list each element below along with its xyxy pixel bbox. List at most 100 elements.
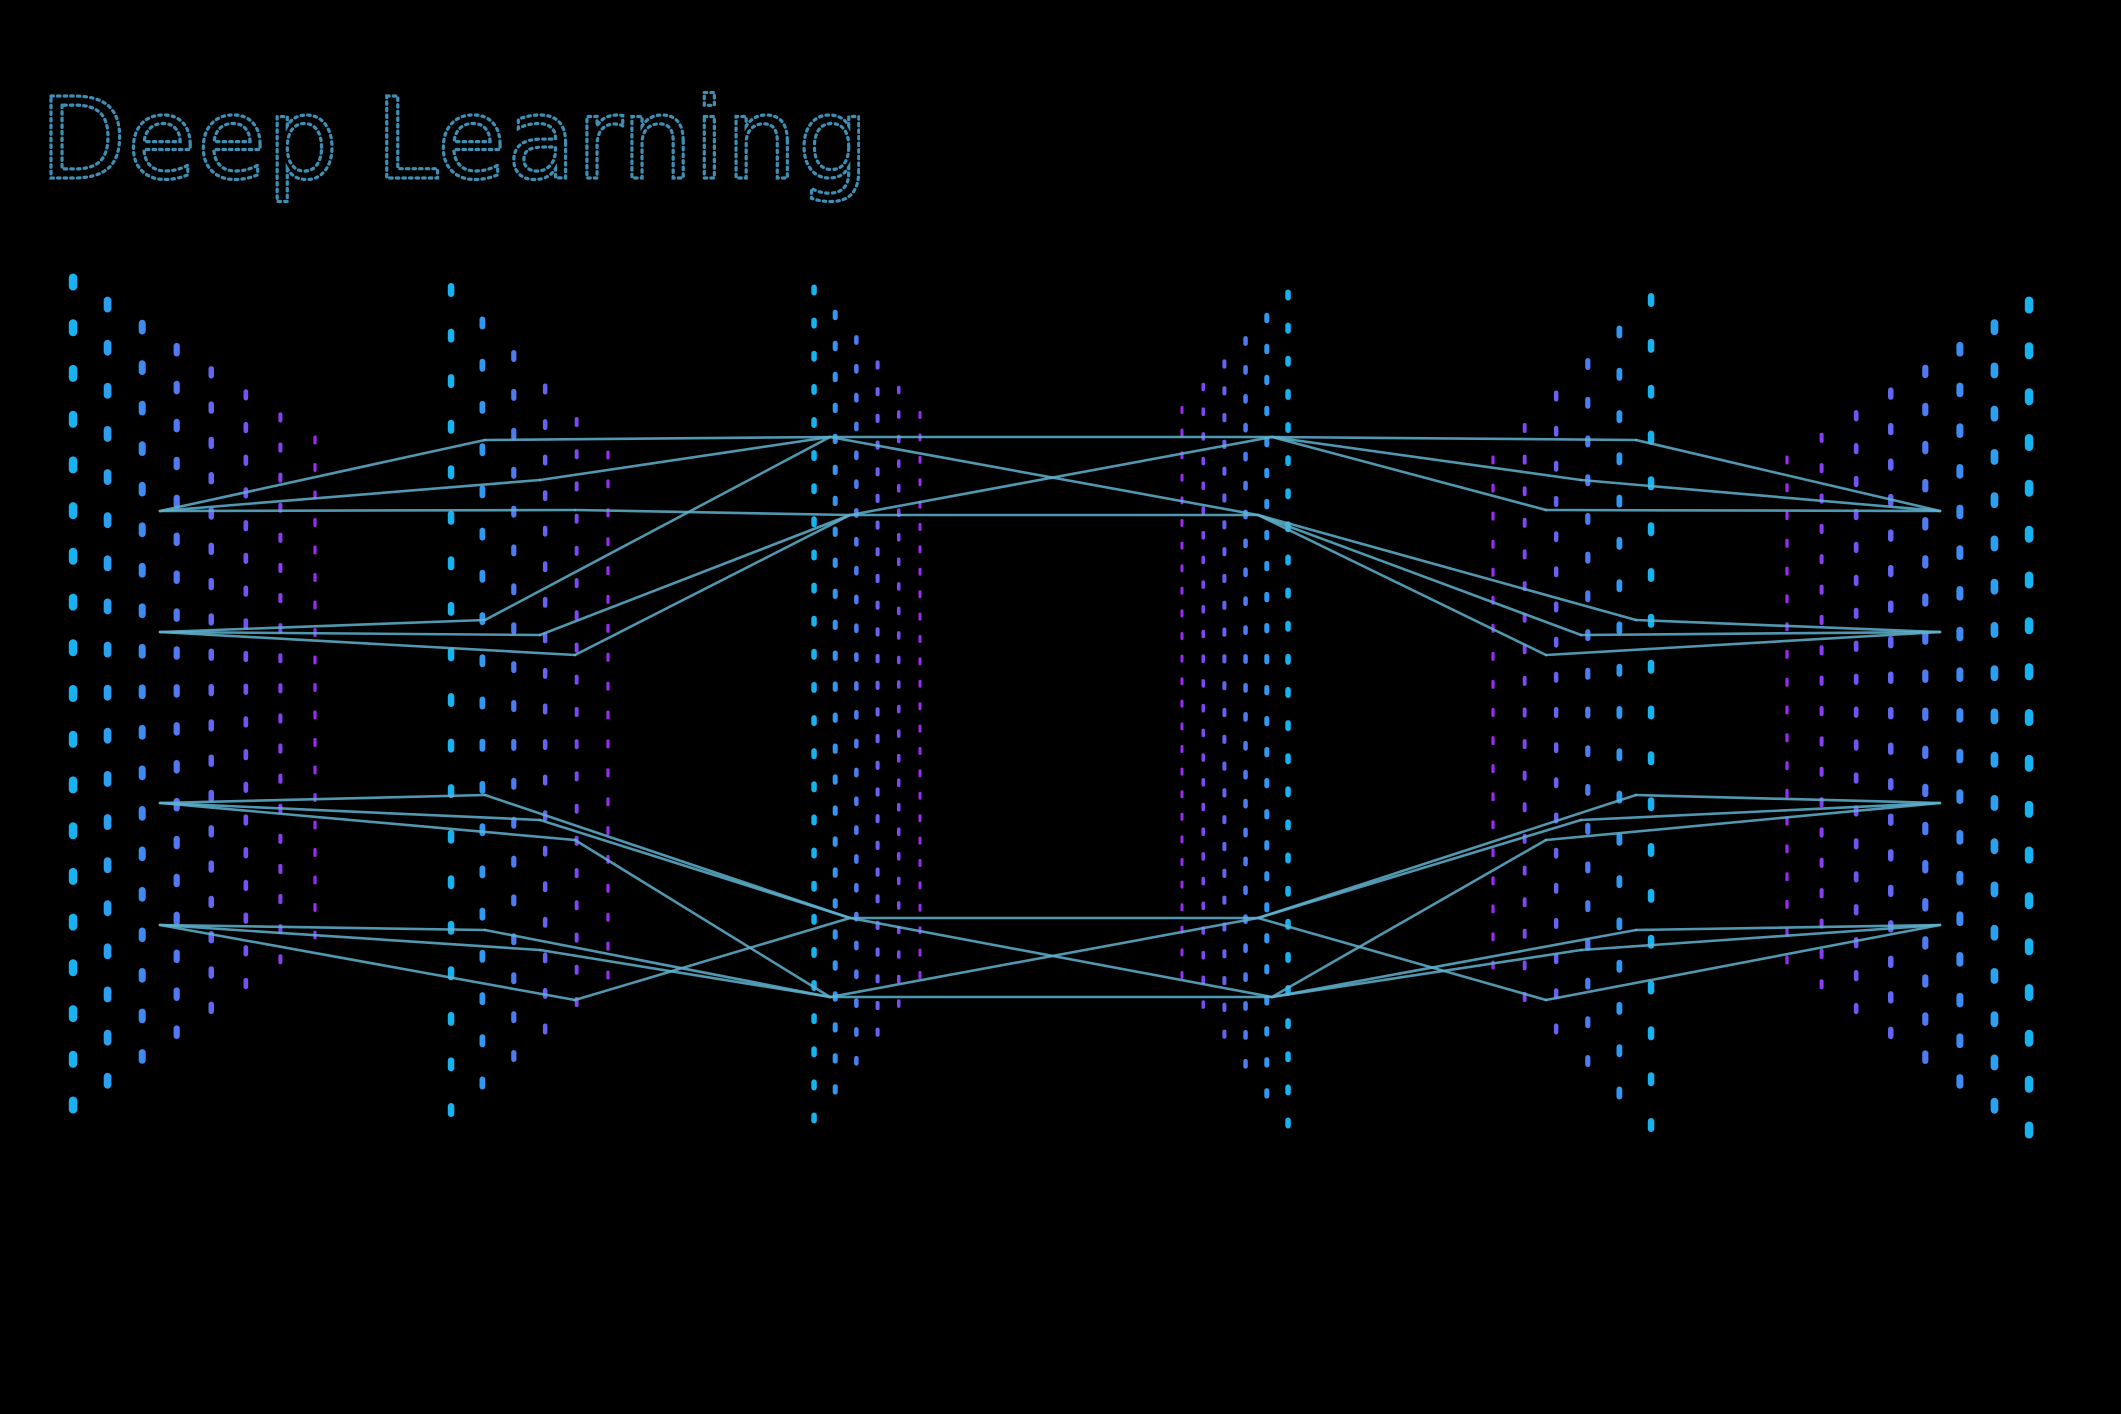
neuron-node <box>479 823 486 837</box>
neuron-node <box>574 771 579 782</box>
neuron-node <box>2024 892 2034 910</box>
neuron-node <box>1585 358 1591 370</box>
neuron-node <box>875 894 880 904</box>
neuron-node <box>1647 476 1655 491</box>
neuron-node <box>103 339 112 356</box>
neuron-node <box>811 681 817 693</box>
neuron-node <box>278 412 283 423</box>
neuron-node <box>606 883 610 893</box>
neuron-node <box>103 771 112 787</box>
neuron-node <box>1180 722 1184 731</box>
neuron-node <box>138 360 146 375</box>
neuron-node <box>832 619 838 630</box>
neuron-node <box>918 702 922 711</box>
neuron-node <box>2024 342 2034 360</box>
neuron-node <box>1264 343 1270 355</box>
connection-line <box>1256 513 1548 657</box>
neuron-node <box>1553 460 1559 472</box>
neuron-node <box>606 566 610 576</box>
neuron-node <box>1922 440 1929 455</box>
neuron-node <box>1222 413 1227 423</box>
neuron-node <box>68 1050 78 1068</box>
layer-panel-4 <box>1180 289 1291 1129</box>
neuron-node <box>313 848 317 857</box>
neuron-node <box>138 887 146 902</box>
neuron-node <box>1201 382 1205 392</box>
neuron-node <box>1853 937 1859 949</box>
neuron-node <box>606 652 610 662</box>
neuron-node <box>918 881 922 890</box>
neuron-node <box>1819 432 1824 443</box>
neuron-node <box>173 380 180 395</box>
neuron-node <box>1922 1050 1929 1064</box>
neuron-node <box>1222 466 1227 476</box>
connection-line <box>573 916 852 1002</box>
neuron-node <box>875 734 880 744</box>
neuron-node <box>918 590 922 599</box>
neuron-node <box>1243 336 1248 346</box>
neuron-node <box>1522 802 1527 813</box>
neuron-node <box>1888 778 1894 791</box>
neuron-node <box>542 739 548 751</box>
neuron-node <box>574 707 579 717</box>
neuron-node <box>811 1013 817 1025</box>
neuron-node <box>1264 591 1270 603</box>
neuron-node <box>1264 809 1270 820</box>
neuron-node <box>811 450 817 462</box>
neuron-node <box>1285 355 1291 367</box>
neuron-node <box>138 846 146 862</box>
neuron-node <box>918 836 922 845</box>
neuron-node <box>1785 899 1789 909</box>
neuron-node <box>1888 529 1894 542</box>
neuron-node <box>173 684 180 698</box>
neuron-node <box>854 796 859 807</box>
neuron-node <box>1285 1084 1291 1096</box>
neuron-node <box>1956 1033 1964 1049</box>
neuron-node <box>542 881 548 893</box>
neuron-node <box>875 360 880 370</box>
neuron-node <box>897 753 901 763</box>
connection-line <box>538 948 832 999</box>
neuron-node <box>278 472 283 483</box>
neuron-node <box>1201 605 1205 614</box>
neuron-node <box>103 598 112 615</box>
neuron-node <box>1956 586 1964 601</box>
neuron-node <box>1990 968 1999 984</box>
neuron-node <box>1180 609 1184 618</box>
neuron-node <box>479 949 486 963</box>
neuron-node <box>1990 319 1999 336</box>
neuron-node <box>918 747 922 755</box>
neuron-node <box>68 593 78 611</box>
neuron-node <box>854 1027 859 1037</box>
neuron-node <box>511 622 517 635</box>
neuron-node <box>1243 1058 1248 1069</box>
neuron-node <box>1647 338 1655 353</box>
neuron-node <box>243 814 249 826</box>
neuron-node <box>1888 884 1894 897</box>
neuron-node <box>542 667 548 679</box>
connection-line <box>573 513 852 657</box>
neuron-node <box>208 577 214 591</box>
neuron-node <box>1264 840 1270 851</box>
neuron-node <box>1990 838 1999 855</box>
neuron-node <box>278 713 283 724</box>
neuron-node <box>1180 903 1184 912</box>
neuron-node <box>1553 742 1559 754</box>
neuron-node <box>173 987 180 1001</box>
neuron-node <box>1264 964 1270 975</box>
neuron-node <box>103 1029 112 1046</box>
neuron-node <box>447 693 455 707</box>
neuron-node <box>574 739 579 750</box>
neuron-node <box>918 948 922 957</box>
neuron-node <box>1243 1030 1248 1040</box>
neuron-node <box>1956 789 1964 804</box>
neuron-node <box>479 907 486 921</box>
layer-panel-1 <box>68 273 317 1114</box>
connection-line <box>848 435 1274 517</box>
neuron-node <box>313 875 317 885</box>
neuron-node <box>1785 677 1789 687</box>
neuron-node <box>1819 523 1824 534</box>
neuron-node <box>208 825 214 838</box>
neuron-node <box>875 413 880 423</box>
neuron-node <box>918 724 922 733</box>
